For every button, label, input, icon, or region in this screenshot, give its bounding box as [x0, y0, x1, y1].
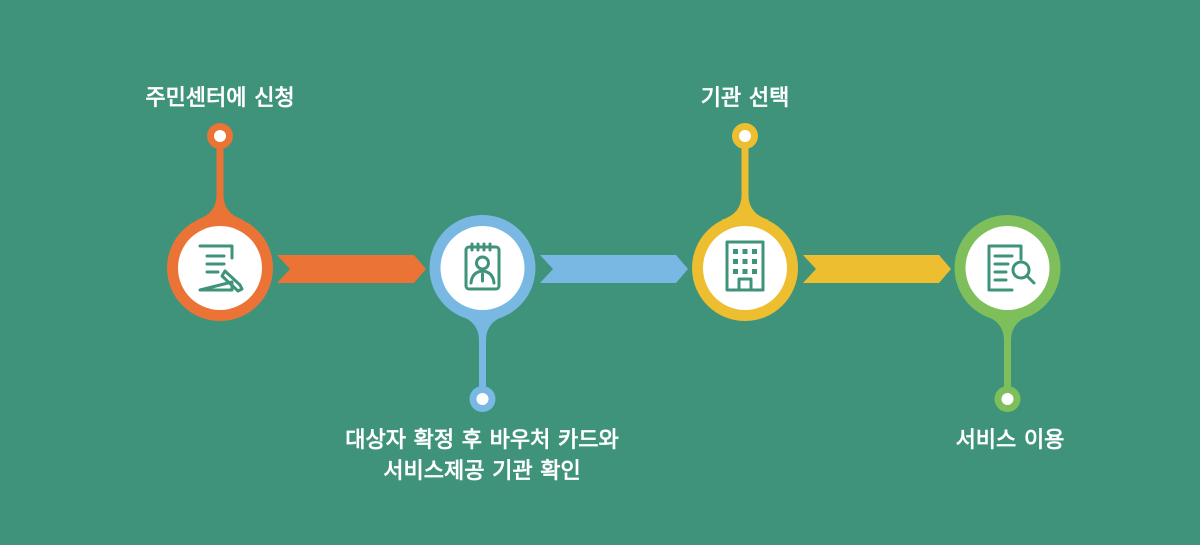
document-search-icon	[987, 244, 1036, 292]
step-1-stem-flare	[196, 195, 244, 220]
step-1-stem	[216, 145, 224, 210]
step-3-label-line-1: 기관 선택	[700, 86, 790, 111]
step-3-label: 기관 선택	[665, 83, 825, 114]
step-4-node	[954, 215, 1061, 412]
building-icon	[725, 240, 765, 292]
step-2-stem-flare	[459, 315, 506, 340]
step-4-label-line-1: 서비스 이용	[955, 428, 1065, 453]
step-3-stem	[741, 145, 749, 210]
step-4-stem-flare	[984, 315, 1031, 340]
step-4-stem	[1004, 320, 1011, 388]
step-1-inner	[178, 226, 262, 310]
arrow-1-2	[277, 255, 426, 283]
step-2-label: 대상자 확정 후 바우처 카드와 서비스제공 기관 확인	[302, 425, 662, 487]
step-2-pin-dot	[476, 393, 489, 405]
step-3-stem-flare	[721, 195, 769, 220]
step-2-node	[429, 215, 536, 412]
arrow-3-4	[803, 255, 951, 283]
arrow-2-3	[540, 255, 688, 283]
id-card-icon	[464, 242, 501, 291]
step-2-label-line-2: 서비스제공 기관 확인	[383, 459, 581, 484]
step-4-label: 서비스 이용	[930, 425, 1090, 456]
step-1-label-line-1: 주민센터에 신청	[145, 86, 295, 111]
step-4-inner	[965, 226, 1050, 310]
step-3-node	[692, 123, 798, 321]
step-2-label-line-1: 대상자 확정 후 바우처 카드와	[345, 428, 619, 453]
step-2-stem	[479, 320, 486, 388]
step-1-node	[167, 123, 273, 321]
step-3-pin-dot	[739, 130, 751, 142]
step-3-inner	[703, 226, 787, 310]
step-1-label: 주민센터에 신청	[120, 83, 320, 114]
step-1-pin-dot	[214, 130, 226, 142]
step-4-pin-dot	[1001, 393, 1014, 405]
document-pen-icon	[198, 244, 244, 293]
